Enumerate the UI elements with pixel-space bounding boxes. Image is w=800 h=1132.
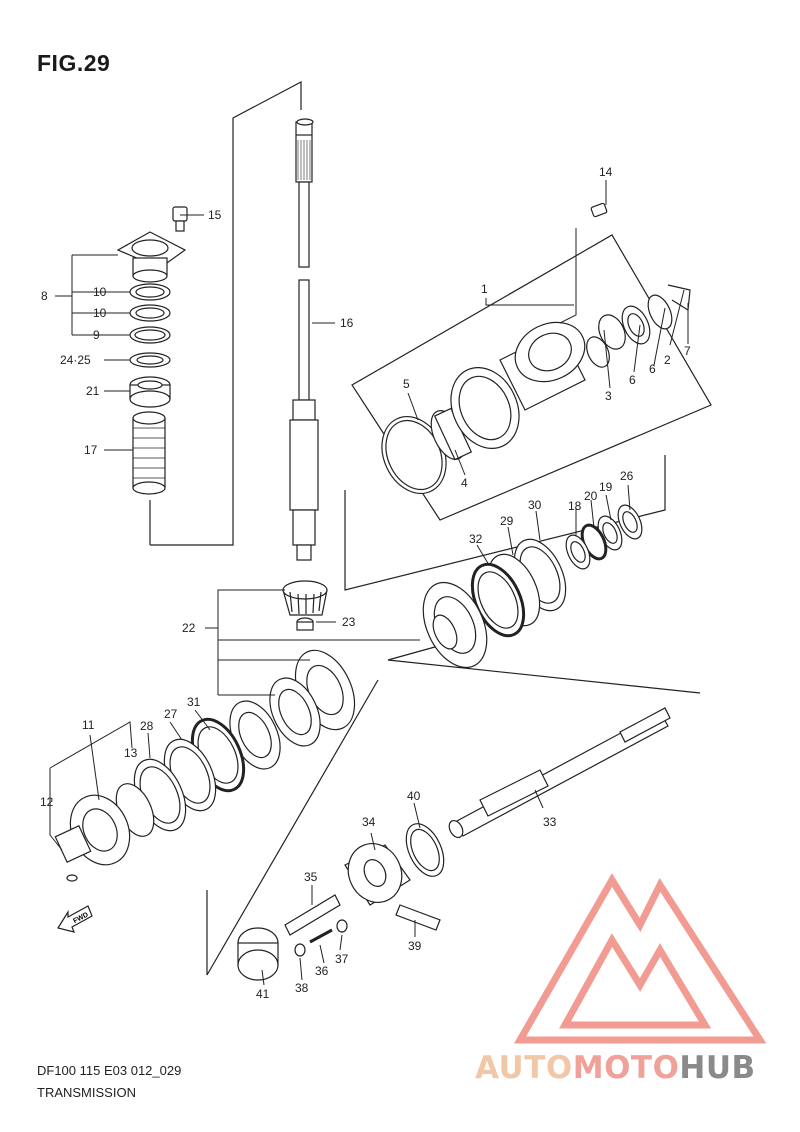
bearing-case-assembly: [381, 202, 691, 495]
callout-39: 39: [408, 939, 422, 953]
callout-30: 30: [528, 498, 542, 512]
forward-gear-set: [422, 504, 643, 669]
callout-27: 27: [164, 707, 178, 721]
callout-11: 11: [82, 718, 95, 732]
callout-34: 34: [362, 815, 376, 829]
callout-38: 38: [295, 981, 309, 995]
model-code: DF100 115 E03 012_029: [37, 1063, 182, 1078]
callout-1: 1: [481, 282, 488, 296]
callout-10a: 10: [93, 285, 107, 299]
callout-15: 15: [208, 208, 222, 222]
callout-37: 37: [335, 952, 349, 966]
clutch-assembly: [237, 823, 445, 981]
callout-18: 18: [568, 499, 582, 513]
callout-5: 5: [403, 377, 410, 391]
callout-6a: 6: [629, 373, 636, 387]
leader-lines: [49, 180, 689, 986]
callout-24-25: 24·25: [60, 353, 91, 367]
callout-23: 23: [342, 615, 356, 629]
drive-shaft: [289, 118, 319, 561]
callout-40: 40: [407, 789, 421, 803]
callout-16: 16: [340, 316, 354, 330]
callout-6b: 6: [649, 362, 656, 376]
callout-22: 22: [182, 621, 196, 635]
figure-title: FIG.29: [37, 50, 111, 76]
reverse-gear-set: [54, 649, 356, 882]
callout-12: 12: [40, 795, 54, 809]
callout-36: 36: [315, 964, 329, 978]
callout-29: 29: [500, 514, 514, 528]
watermark-part-2: MOTO: [572, 1050, 680, 1086]
callout-2: 2: [664, 353, 671, 367]
watermark-logo: [513, 873, 767, 1044]
bearing-housing-stack: [116, 206, 188, 495]
callout-33: 33: [543, 815, 557, 829]
callout-32: 32: [469, 532, 483, 546]
callout-19: 19: [599, 480, 613, 494]
pinion-gear: [282, 580, 328, 631]
callout-7: 7: [684, 344, 691, 358]
callout-31: 31: [187, 695, 201, 709]
callout-8: 8: [41, 289, 48, 303]
callout-35: 35: [304, 870, 318, 884]
callout-21: 21: [86, 384, 100, 398]
watermark-brand: AUTOMOTOHUB: [475, 1050, 756, 1086]
callout-4: 4: [461, 476, 468, 490]
callout-13: 13: [124, 746, 138, 760]
callout-labels: 14 15 1 8 10 10 9 16 24·25 2 7 6 6 5 21 …: [40, 165, 691, 1001]
callout-41: 41: [256, 987, 270, 1001]
callout-14: 14: [599, 165, 613, 179]
fwd-arrow-icon: FWD: [57, 905, 93, 933]
watermark-part-3: HUB: [679, 1050, 756, 1086]
callout-3: 3: [605, 389, 612, 403]
callout-20: 20: [584, 489, 598, 503]
callout-26: 26: [620, 469, 634, 483]
callout-28: 28: [140, 719, 154, 733]
callout-10b: 10: [93, 306, 107, 320]
watermark-part-1: AUTO: [475, 1050, 573, 1086]
callout-17: 17: [84, 443, 98, 457]
callout-9: 9: [93, 328, 100, 342]
section-title: TRANSMISSION: [37, 1085, 136, 1100]
propeller-shaft: [448, 707, 671, 839]
